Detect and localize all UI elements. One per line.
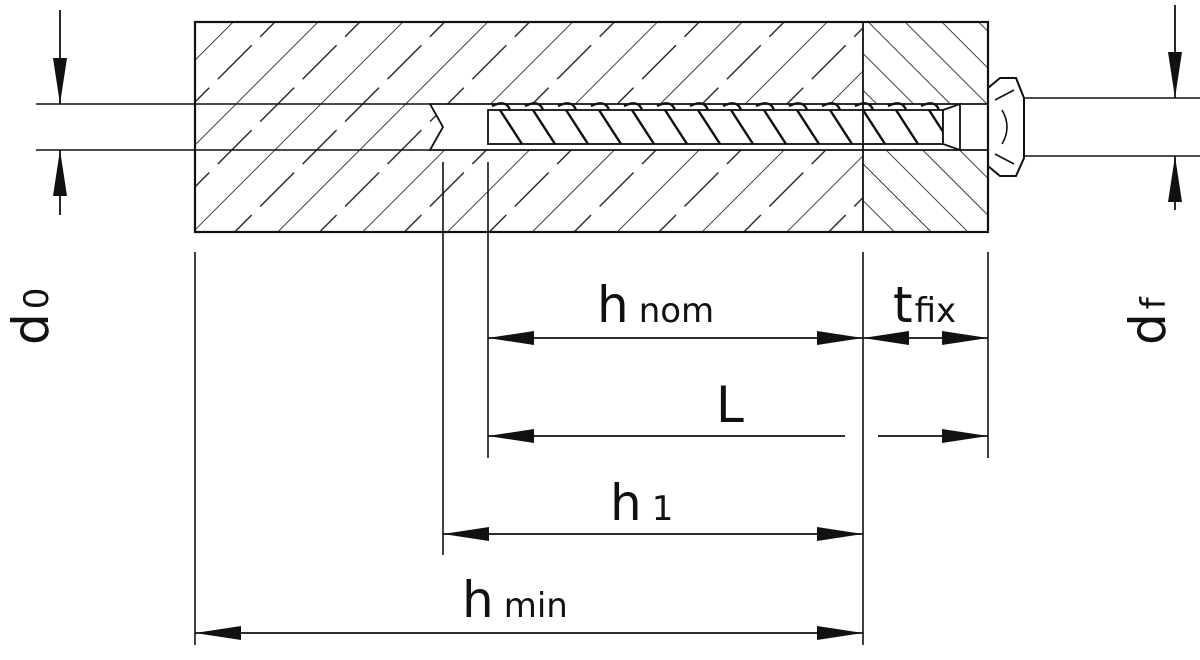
df-label: df — [1119, 296, 1177, 345]
l-label: L — [716, 376, 744, 434]
d0-label: d0 — [2, 288, 60, 345]
t-fix-label: tfix — [893, 276, 956, 334]
outlines — [193, 20, 990, 234]
screw-anchor — [487, 77, 1025, 177]
